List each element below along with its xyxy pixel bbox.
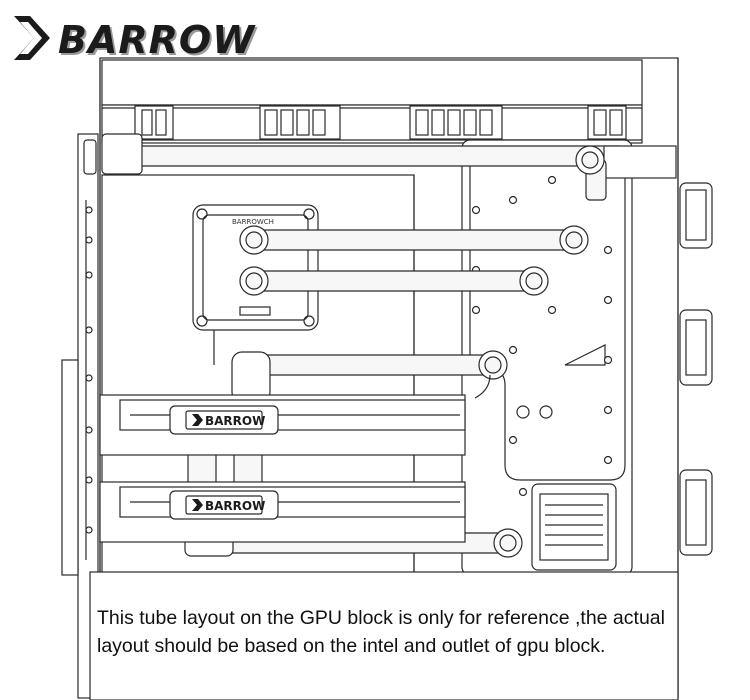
psu-shroud (89, 571, 679, 700)
gpu-block-terminal-top (169, 405, 279, 435)
caption-line-2: layout should be based on the intel and … (97, 635, 606, 657)
side-fans (679, 182, 713, 556)
top-radiator (101, 59, 643, 144)
gpu-badge-bottom: BARROW (205, 499, 265, 513)
rear-io-panel (61, 133, 99, 699)
brand-chevron-icon (14, 16, 50, 60)
gpu-cards (99, 394, 466, 543)
cpu-block-logo: BARROWCH (232, 218, 274, 226)
gpu-block-terminal-bottom (169, 490, 279, 520)
radiator-fans (134, 105, 627, 140)
caption-note: This tube layout on the GPU block is onl… (97, 604, 749, 660)
coolant-tubes (101, 133, 677, 558)
gpu-badge-top: BARROW (205, 414, 265, 428)
pump-unit (531, 483, 617, 571)
brand-logo: BARROW (58, 18, 256, 62)
caption-line-1: This tube layout on the GPU block is onl… (97, 607, 665, 629)
